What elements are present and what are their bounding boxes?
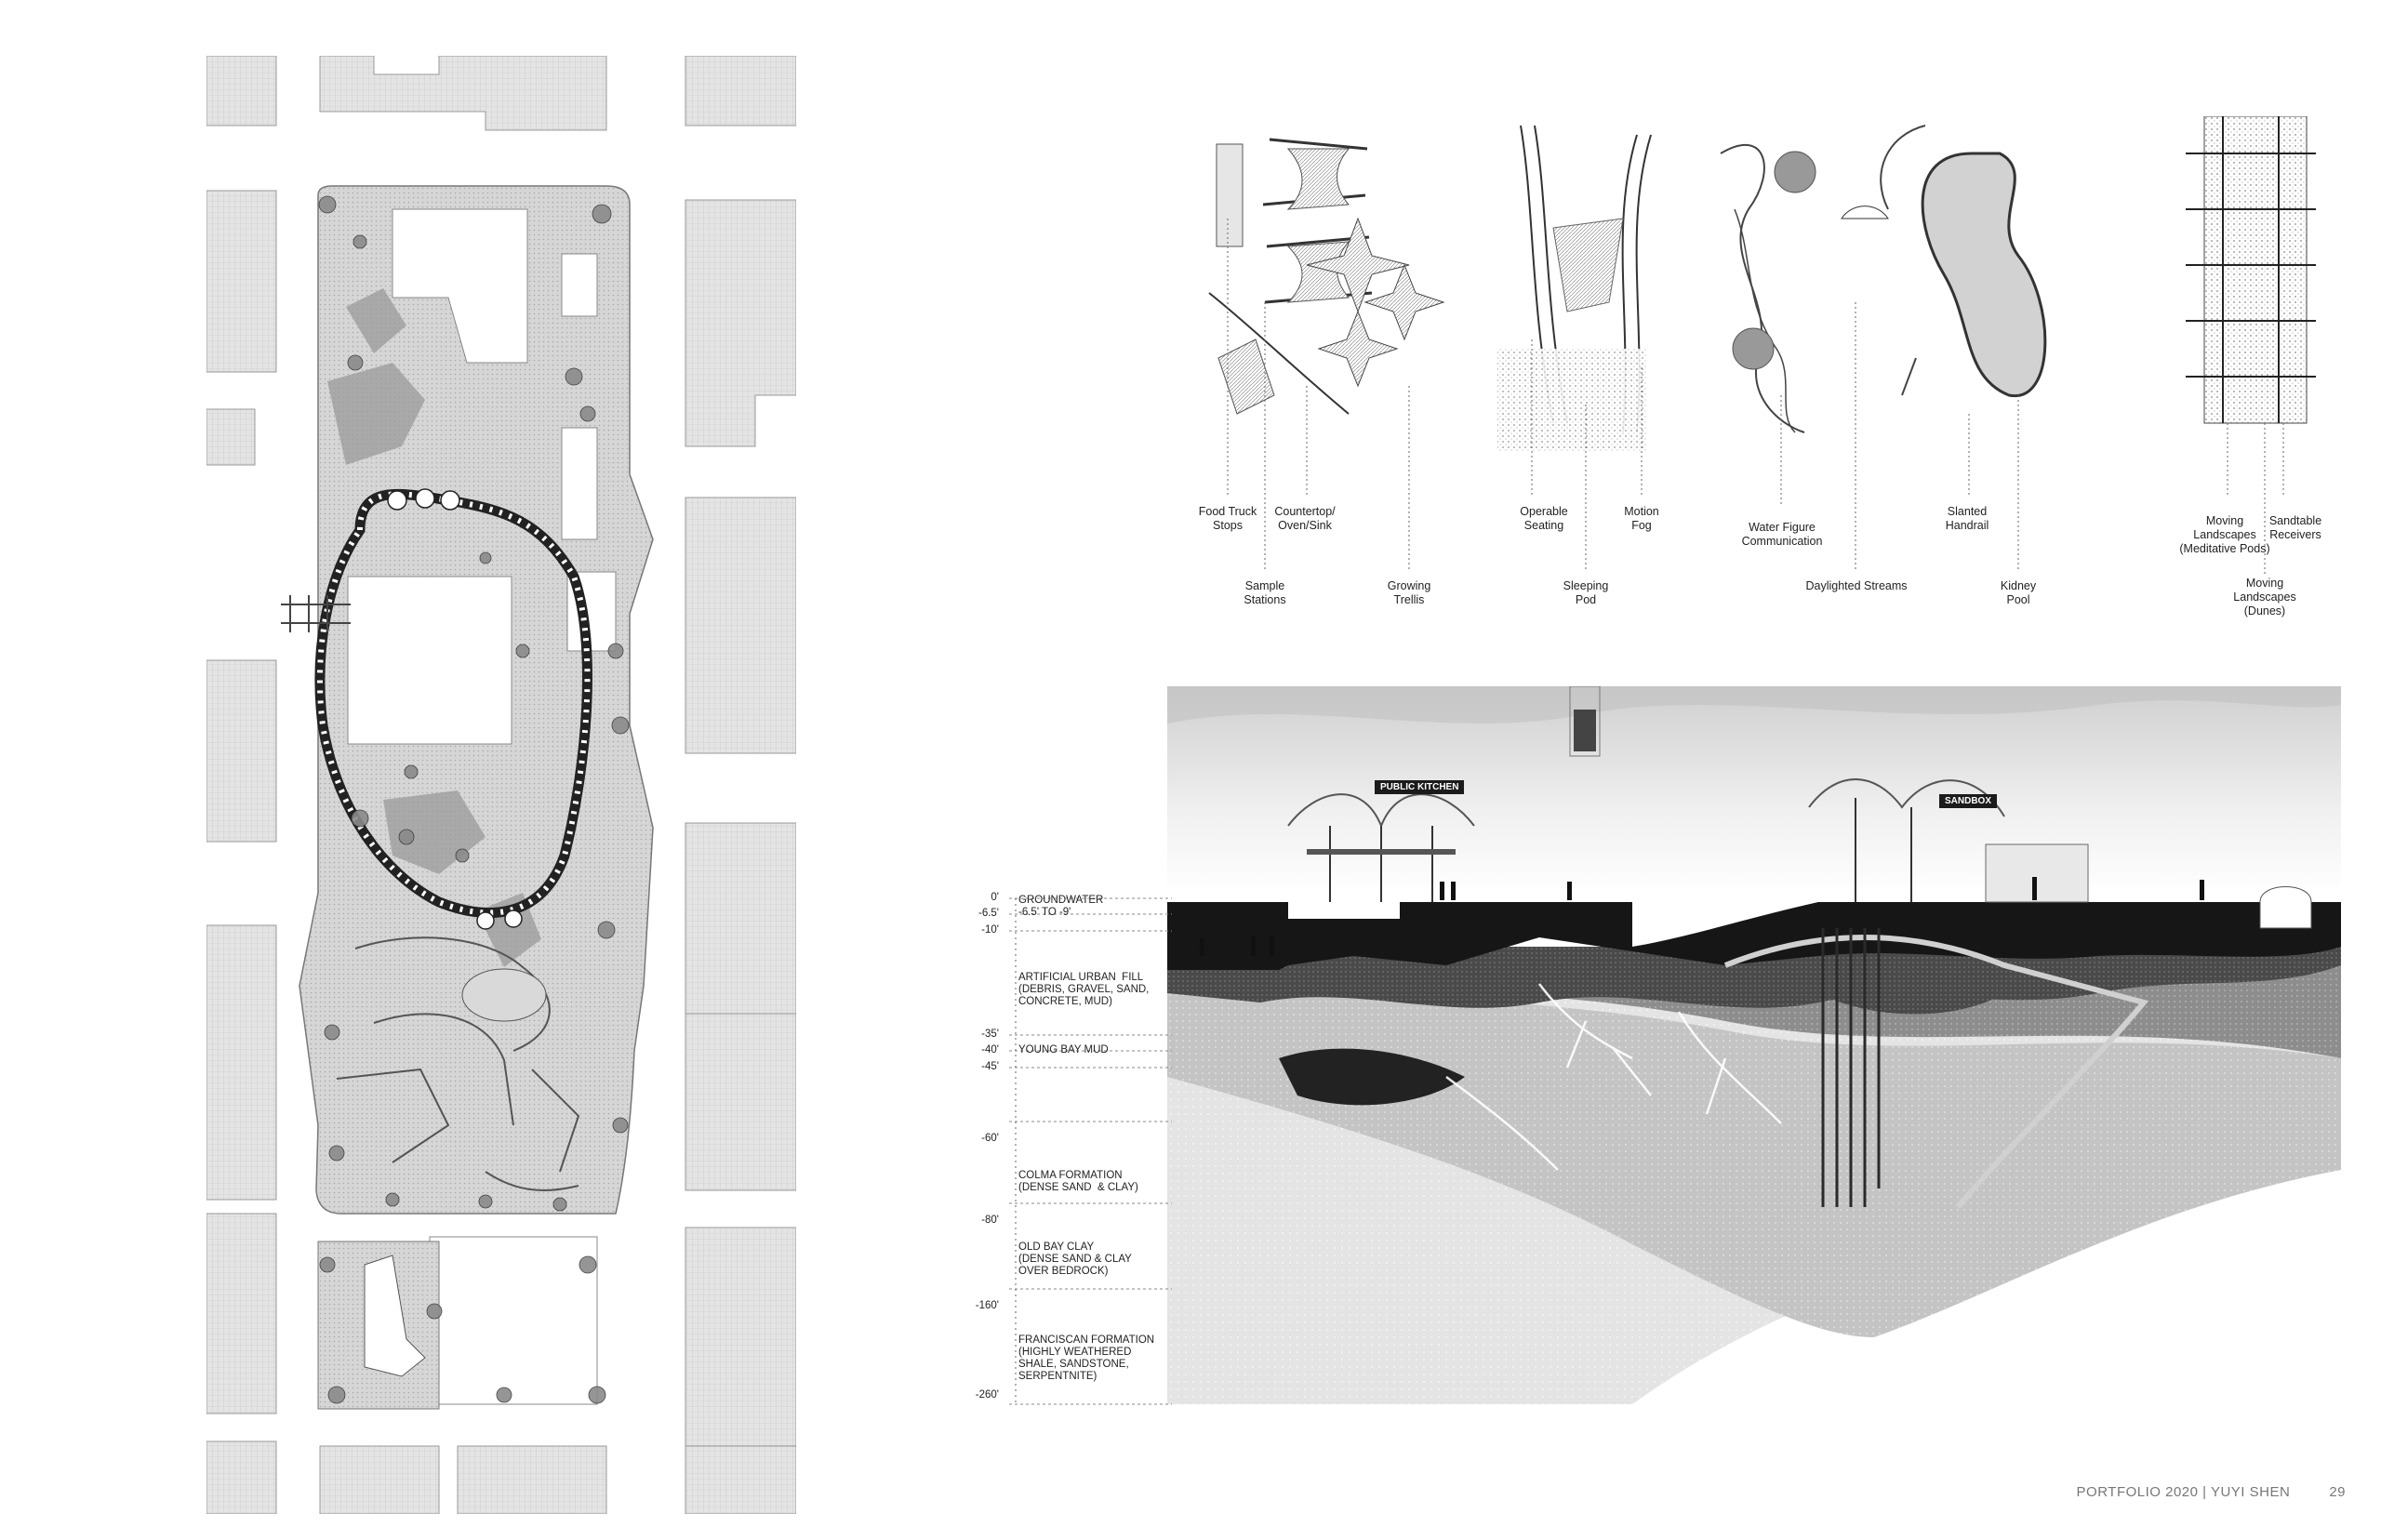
page-number: 29 [2329,1484,2346,1500]
label-food-truck-stops: Food Truck Stops [1198,505,1257,532]
depth-0: 0' [991,892,999,903]
label-motion-fog: Motion Fog [1624,505,1659,532]
label-growing-trellis: Growing Trellis [1387,579,1431,606]
geologic-section: 0' -6.5' -10' -35' -40' -45' -60' -80' -… [976,686,2341,1405]
depth-60: -60' [981,1133,999,1144]
depth-80: -80' [981,1215,999,1226]
detail-drawings: Food Truck Stops Countertop/ Oven/Sink O… [1198,116,2344,618]
stratum-franciscan: FRANCISCAN FORMATION (HIGHLY WEATHERED S… [1018,1334,1155,1382]
label-sample-stations: Sample Stations [1244,579,1286,606]
tag-public-kitchen: PUBLIC KITCHEN [1375,780,1465,794]
label-kidney-pool: Kidney Pool [2000,579,2037,606]
page-footer: PORTFOLIO 2020 | YUYI SHEN 29 [2077,1484,2346,1500]
label-water-figure: Water Figure Communication [1741,521,1823,548]
label-operable-seating: Operable Seating [1520,505,1568,532]
stratum-colma: COLMA FORMATION (DENSE SAND & CLAY) [1018,1170,1138,1193]
stratum-groundwater: GROUNDWATER -6.5' TO -9' [1018,895,1104,918]
stratum-young-bay-mud: YOUNG BAY MUD [1018,1044,1109,1055]
depth-10: -10' [981,924,999,936]
city-blocks [206,56,796,1514]
depth-40: -40' [981,1044,999,1055]
label-slanted-handrail: Slanted Handrail [1945,505,1989,532]
depth-35: -35' [981,1029,999,1040]
label-sandtable-receivers: Sandtable Receivers [2268,514,2322,541]
stratum-old-bay-clay: OLD BAY CLAY (DENSE SAND & CLAY OVER BED… [1018,1241,1132,1277]
depth-160: -160' [975,1300,999,1311]
depth-45: -45' [981,1061,999,1072]
label-moving-landscapes-dunes: Moving Landscapes (Dunes) [2233,577,2296,617]
label-sleeping-pod: Sleeping Pod [1563,579,1609,606]
depth-scale-lines [1009,897,1172,1405]
depth-6-5: -6.5' [978,908,999,919]
label-daylighted-streams: Daylighted Streams [1805,579,1908,592]
site-plan-drawing [206,56,796,1514]
detail-sketches [1208,116,2316,577]
depth-260: -260' [975,1389,999,1401]
stratum-urban-fill: ARTIFICIAL URBAN FILL (DEBRIS, GRAVEL, S… [1018,972,1150,1007]
portfolio-caption: PORTFOLIO 2020 | YUYI SHEN [2076,1484,2291,1500]
label-moving-landscapes-pods: Moving Landscapes (Meditative Pods) [2179,514,2270,555]
label-countertop: Countertop/ Oven/Sink [1274,505,1336,532]
tag-sandbox: SANDBOX [1939,794,1998,808]
section-drawing [1167,686,2341,1404]
